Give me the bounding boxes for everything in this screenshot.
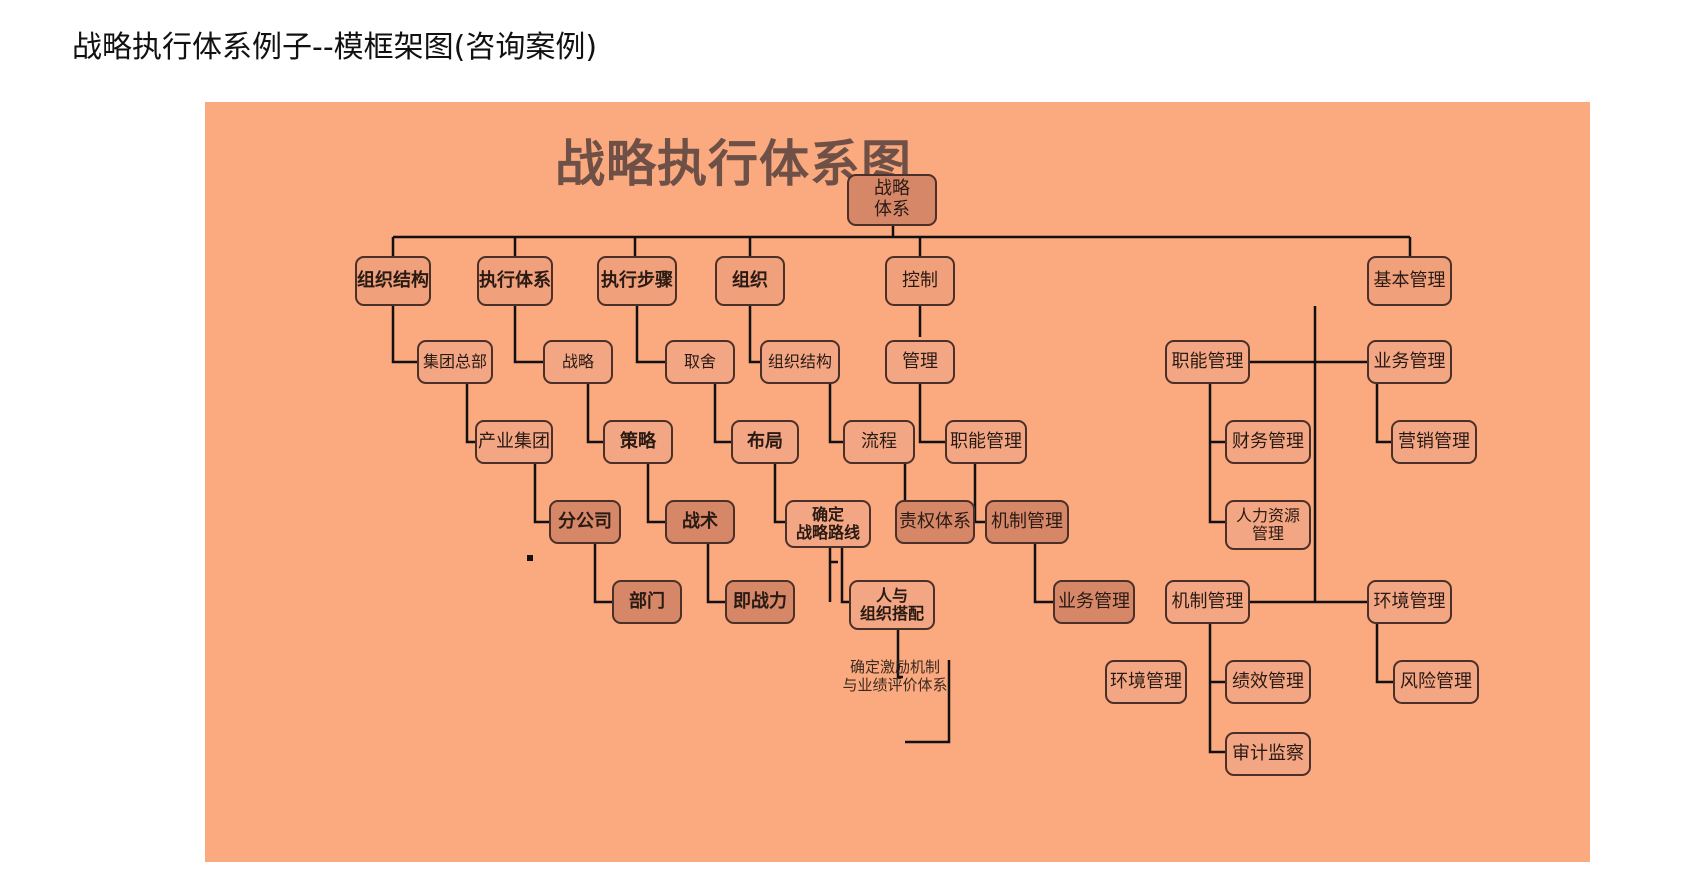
node-audit: 审计监察 (1225, 732, 1311, 776)
link-org-chain (391, 306, 612, 604)
node-mechanism-mgmt: 机制管理 (985, 500, 1069, 544)
node-department: 部门 (612, 580, 682, 624)
node-org-structure-2: 组织结构 (760, 340, 840, 384)
node-hr-mgmt: 人力资源 管理 (1225, 500, 1311, 550)
node-capability: 即战力 (725, 580, 795, 624)
link-steps-chain (635, 306, 951, 744)
node-industry-group: 产业集团 (475, 420, 553, 464)
node-group-hq: 集团总部 (417, 340, 493, 384)
link-exec-chain (513, 306, 725, 604)
link-basic-rows (1250, 360, 1367, 604)
link-basic-subs (1208, 382, 1393, 754)
node-management: 管理 (885, 340, 955, 384)
node-strategy: 战略 (543, 340, 613, 384)
node-env-mgmt: 环境管理 (1105, 660, 1187, 704)
node-process: 流程 (843, 420, 915, 464)
node-decision: 取舍 (665, 340, 735, 384)
link-organization-chain (748, 306, 907, 524)
node-people-org-match: 人与 组织搭配 (849, 580, 935, 630)
node-root: 战略 体系 (847, 174, 937, 226)
link-bus-drops (391, 237, 1412, 256)
node-functional-mgmt: 职能管理 (945, 420, 1027, 464)
node-bm-functional-mgmt: 职能管理 (1165, 340, 1250, 384)
node-exec-steps: 执行步骤 (597, 256, 677, 306)
node-bm-env-mgmt: 环境管理 (1367, 580, 1452, 624)
node-risk-mgmt: 风险管理 (1393, 660, 1479, 704)
connector-lines (391, 225, 1412, 754)
node-basic-mgmt: 基本管理 (1367, 256, 1452, 306)
node-control: 控制 (885, 256, 955, 306)
node-marketing-mgmt: 营销管理 (1391, 420, 1477, 464)
node-exec-system: 执行体系 (477, 256, 553, 306)
node-performance-mgmt: 绩效管理 (1225, 660, 1311, 704)
node-confirm-route: 确定 战略路线 (785, 500, 871, 548)
node-bm-mechanism-mgmt: 机制管理 (1165, 580, 1250, 624)
node-tactics: 战术 (665, 500, 735, 544)
node-policy: 策略 (603, 420, 673, 464)
page-title: 战略执行体系例子--模框架图(咨询案例) (72, 30, 598, 65)
node-organization: 组织 (715, 256, 785, 306)
node-bm-business-mgmt: 业务管理 (1367, 340, 1452, 384)
node-branch-company: 分公司 (549, 500, 621, 544)
node-responsibility-system: 责权体系 (895, 500, 975, 544)
strategy-diagram: 战略执行体系图 战略 体系 组织结构 执行体系 执行步骤 组织 控制 基本管理 … (205, 102, 1590, 862)
node-incentive-note: 确定激励机制 与业绩评价体系 (842, 658, 948, 694)
link-control-chain (918, 306, 1053, 604)
node-org-structure: 组织结构 (355, 256, 431, 306)
node-layout: 布局 (731, 420, 799, 464)
node-finance-mgmt: 财务管理 (1225, 420, 1311, 464)
node-business-mgmt: 业务管理 (1053, 580, 1135, 624)
stray-dot (527, 555, 533, 561)
